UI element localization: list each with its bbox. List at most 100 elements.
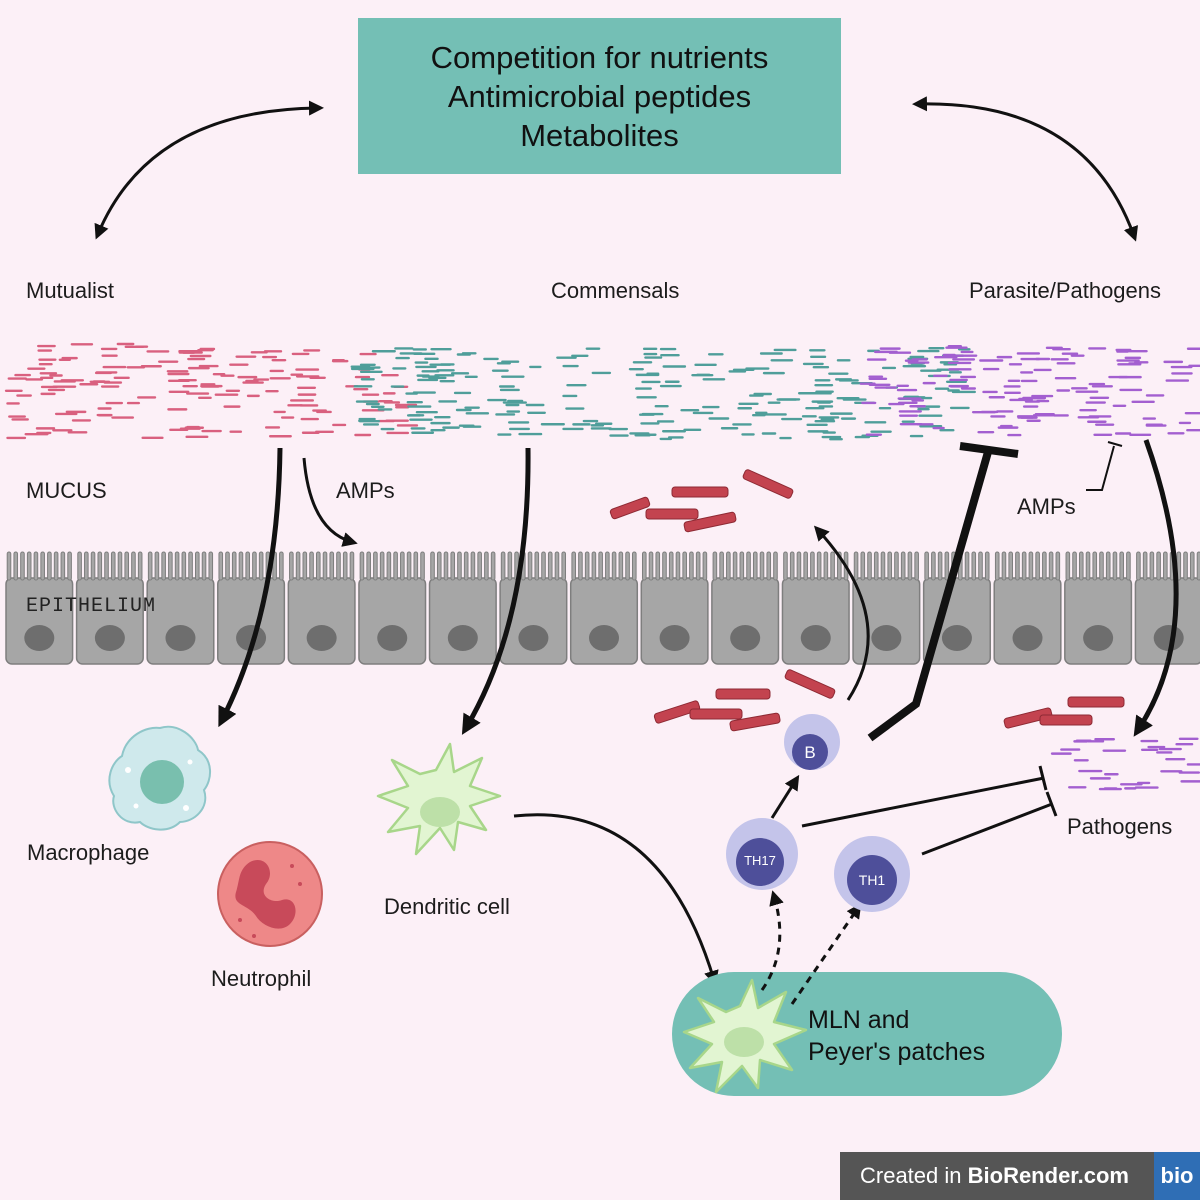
- mutualist-label: Mutualist: [26, 278, 115, 303]
- microvillus: [1136, 551, 1141, 581]
- microvillus: [359, 551, 365, 581]
- microvillus: [571, 551, 577, 581]
- th17-to-b-arrow: [770, 774, 800, 819]
- microvillus: [1099, 551, 1104, 581]
- commensals-label: Commensals: [551, 278, 680, 303]
- microvillus: [810, 551, 815, 581]
- microvillus: [1105, 551, 1111, 581]
- epithelial-cell: [75, 577, 144, 665]
- microvillus: [578, 551, 583, 581]
- macrophage-label: Macrophage: [27, 840, 150, 865]
- biorender-badge[interactable]: Created in BioRender.com bio: [840, 1152, 1200, 1200]
- microvillus: [534, 551, 540, 581]
- epithelial-cell: [217, 577, 286, 665]
- mucus-label: MUCUS: [26, 478, 107, 503]
- antibody: [1039, 714, 1093, 726]
- microvillus: [773, 551, 778, 581]
- microvillus: [1028, 551, 1034, 581]
- microvillus: [1055, 551, 1061, 581]
- microvillus: [90, 551, 96, 581]
- microvillus: [914, 551, 919, 581]
- microvillus: [1065, 551, 1071, 581]
- microvillus: [598, 551, 603, 581]
- microvillus: [329, 551, 335, 581]
- microvillus: [174, 551, 180, 581]
- antibody: [671, 486, 729, 498]
- antibody: [715, 688, 771, 700]
- antibody: [729, 712, 781, 732]
- microvillus: [1085, 551, 1091, 581]
- microvillus: [97, 551, 103, 581]
- microvillus: [168, 551, 173, 581]
- badge-brand: BioRender.com: [967, 1163, 1129, 1188]
- microvillus: [1072, 551, 1077, 581]
- microvillus: [131, 551, 136, 581]
- parasite-label: Parasite/Pathogens: [969, 278, 1162, 303]
- microvillus: [315, 551, 321, 581]
- microvillus: [161, 551, 166, 581]
- pathogen-double-arrow: [912, 96, 1138, 242]
- epithelial-nucleus: [306, 625, 337, 651]
- microvillus: [218, 551, 224, 581]
- microvillus: [477, 551, 482, 581]
- microvillus: [978, 551, 983, 581]
- microvillus: [655, 551, 661, 581]
- mutualist-bacteria-layer: [4, 342, 419, 440]
- th17-inhibition-bar: [1038, 765, 1048, 791]
- epithelial-nucleus: [24, 625, 55, 651]
- microvillus: [47, 551, 52, 581]
- microvillus: [147, 551, 153, 581]
- microvillus: [67, 551, 72, 581]
- title-line-3: Metabolites: [520, 117, 679, 153]
- microvillus: [393, 551, 398, 581]
- epithelial-cell: [1134, 577, 1200, 665]
- microvillus: [60, 551, 66, 581]
- microvillus: [373, 551, 378, 581]
- microvillus: [823, 551, 829, 581]
- epithelial-nucleus: [1083, 625, 1114, 651]
- microvillus: [40, 551, 45, 581]
- microvillus: [500, 551, 506, 581]
- microvillus: [309, 551, 314, 581]
- microvillus: [490, 551, 496, 581]
- th1-inhibition-bar: [1045, 791, 1058, 817]
- microvillus: [252, 551, 257, 581]
- commensal-bacteria-layer: [350, 346, 976, 441]
- epithelial-nucleus: [165, 625, 196, 651]
- microvillus: [406, 551, 412, 581]
- microvillus: [443, 551, 449, 581]
- microvillus: [584, 551, 590, 581]
- microvillus: [605, 551, 610, 581]
- microvillus: [682, 551, 687, 581]
- dendritic-cell: [376, 742, 502, 856]
- epithelial-nucleus: [800, 625, 831, 651]
- microvillus: [245, 551, 250, 581]
- epithelial-cell: [5, 577, 74, 665]
- microvillus: [719, 551, 724, 581]
- microvillus: [726, 551, 731, 581]
- microvillus: [803, 551, 808, 581]
- microvillus: [1126, 551, 1131, 581]
- b-cell-inhibition-bar: [959, 442, 1019, 458]
- microvillus: [53, 551, 59, 581]
- badge-prefix: Created in: [860, 1163, 968, 1188]
- microvillus: [541, 551, 546, 581]
- microvillus: [386, 551, 392, 581]
- microvillus: [1196, 551, 1200, 581]
- microvillus: [1048, 551, 1054, 581]
- microvillus: [964, 551, 970, 581]
- microvillus: [931, 551, 936, 581]
- microvillus: [400, 551, 405, 581]
- microvillus: [1183, 551, 1188, 581]
- antibody-group: [609, 469, 1125, 732]
- th1-inhibition-line: [921, 802, 1053, 856]
- pathogen-to-pathogens-arrow: [1133, 439, 1179, 737]
- microvillus: [124, 551, 130, 581]
- epithelial-nucleus: [447, 625, 478, 651]
- microvillus: [631, 551, 637, 581]
- b-cell-secretion-arrow: [813, 525, 870, 701]
- microvillus: [1008, 551, 1013, 581]
- microvillus: [1142, 551, 1148, 581]
- microvillus: [561, 551, 567, 581]
- microvillus: [994, 551, 1000, 581]
